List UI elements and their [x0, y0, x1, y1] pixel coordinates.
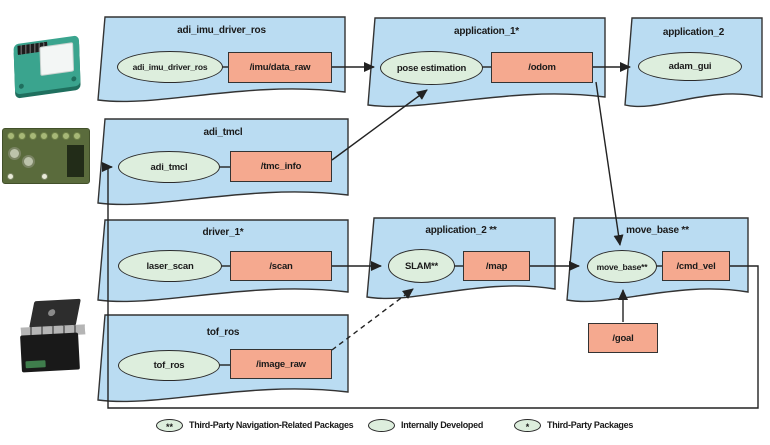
imu-mount-hole — [71, 76, 77, 82]
imu-sensor-board-photo — [6, 18, 94, 102]
package-title-application-2-top: application_2 — [662, 27, 725, 38]
legend-item-internally-developed: Internally Developed — [368, 418, 483, 432]
tmc-mount-hole — [7, 173, 14, 180]
tmc-connector-block — [67, 145, 84, 177]
node-pose-estimation: pose estimation — [380, 51, 483, 85]
tof-camera-photo — [12, 295, 96, 379]
node-adam-gui: adam_gui — [638, 52, 742, 81]
legend-label-internally-developed: Internally Developed — [401, 420, 484, 430]
package-title-move-base: move_base ** — [626, 225, 689, 236]
legend-item-third-party: * Third-Party Packages — [514, 418, 633, 432]
legend-label-third-party-nav: Third-Party Navigation-Related Packages — [189, 420, 354, 430]
tmc-pcb — [2, 128, 90, 184]
arrow-cmdvel-feedback-to-tmcl — [102, 162, 759, 409]
node-tof-ros: tof_ros — [118, 350, 220, 381]
imu-module — [39, 42, 75, 77]
arrow-odom-to-movebase — [595, 81, 624, 246]
topic-scan: /scan — [230, 251, 332, 281]
legend-ellipse-plain — [368, 418, 395, 432]
tmc-pad-row — [7, 132, 85, 142]
topic-tmc-info: /tmc_info — [230, 151, 332, 182]
package-title-adi-tmcl: adi_tmcl — [203, 127, 243, 138]
node-laser-scan: laser_scan — [118, 250, 222, 282]
topic-imu-data-raw: /imu/data_raw — [228, 52, 332, 83]
topic-image-raw: /image_raw — [230, 349, 332, 379]
imu-pcb — [13, 35, 81, 95]
tmc-capacitor — [8, 147, 21, 160]
package-title-application-1: application_1* — [454, 26, 519, 37]
tmc-mount-hole — [41, 173, 48, 180]
node-move-base: move_base** — [587, 250, 657, 283]
package-title-application-2-mid: application_2 ** — [425, 225, 497, 236]
topic-goal: /goal — [588, 323, 658, 353]
topic-cmd-vel: /cmd_vel — [662, 251, 730, 281]
legend-ellipse-double-asterisk: ** — [156, 418, 183, 432]
legend-label-third-party: Third-Party Packages — [547, 420, 634, 430]
tof-connector-strip — [25, 360, 46, 369]
motor-controller-board-photo — [2, 128, 90, 184]
node-adi-tmcl: adi_tmcl — [118, 151, 220, 183]
package-title-tof-ros: tof_ros — [206, 327, 240, 338]
arrow-imageraw-to-slam — [331, 288, 414, 351]
legend-ellipse-single-asterisk: * — [514, 418, 541, 432]
tof-lens-dot — [47, 309, 56, 317]
package-title-driver-1: driver_1* — [202, 227, 244, 238]
tmc-capacitor — [22, 155, 35, 168]
package-shape-adi-tmcl — [97, 118, 349, 206]
arrow-tmcinfo-to-pose — [331, 89, 428, 161]
node-slam: SLAM** — [388, 249, 455, 283]
legend-item-third-party-nav: ** Third-Party Navigation-Related Packag… — [156, 418, 354, 432]
tof-front-body — [20, 332, 80, 373]
topic-odom: /odom — [491, 52, 593, 83]
imu-mount-hole — [18, 83, 24, 90]
topic-map: /map — [463, 251, 530, 281]
tof-top-unit — [29, 298, 81, 329]
package-title-adi-imu-driver-ros: adi_imu_driver_ros — [177, 25, 266, 36]
node-adi-imu-driver-ros: adi_imu_driver_ros — [117, 51, 223, 83]
